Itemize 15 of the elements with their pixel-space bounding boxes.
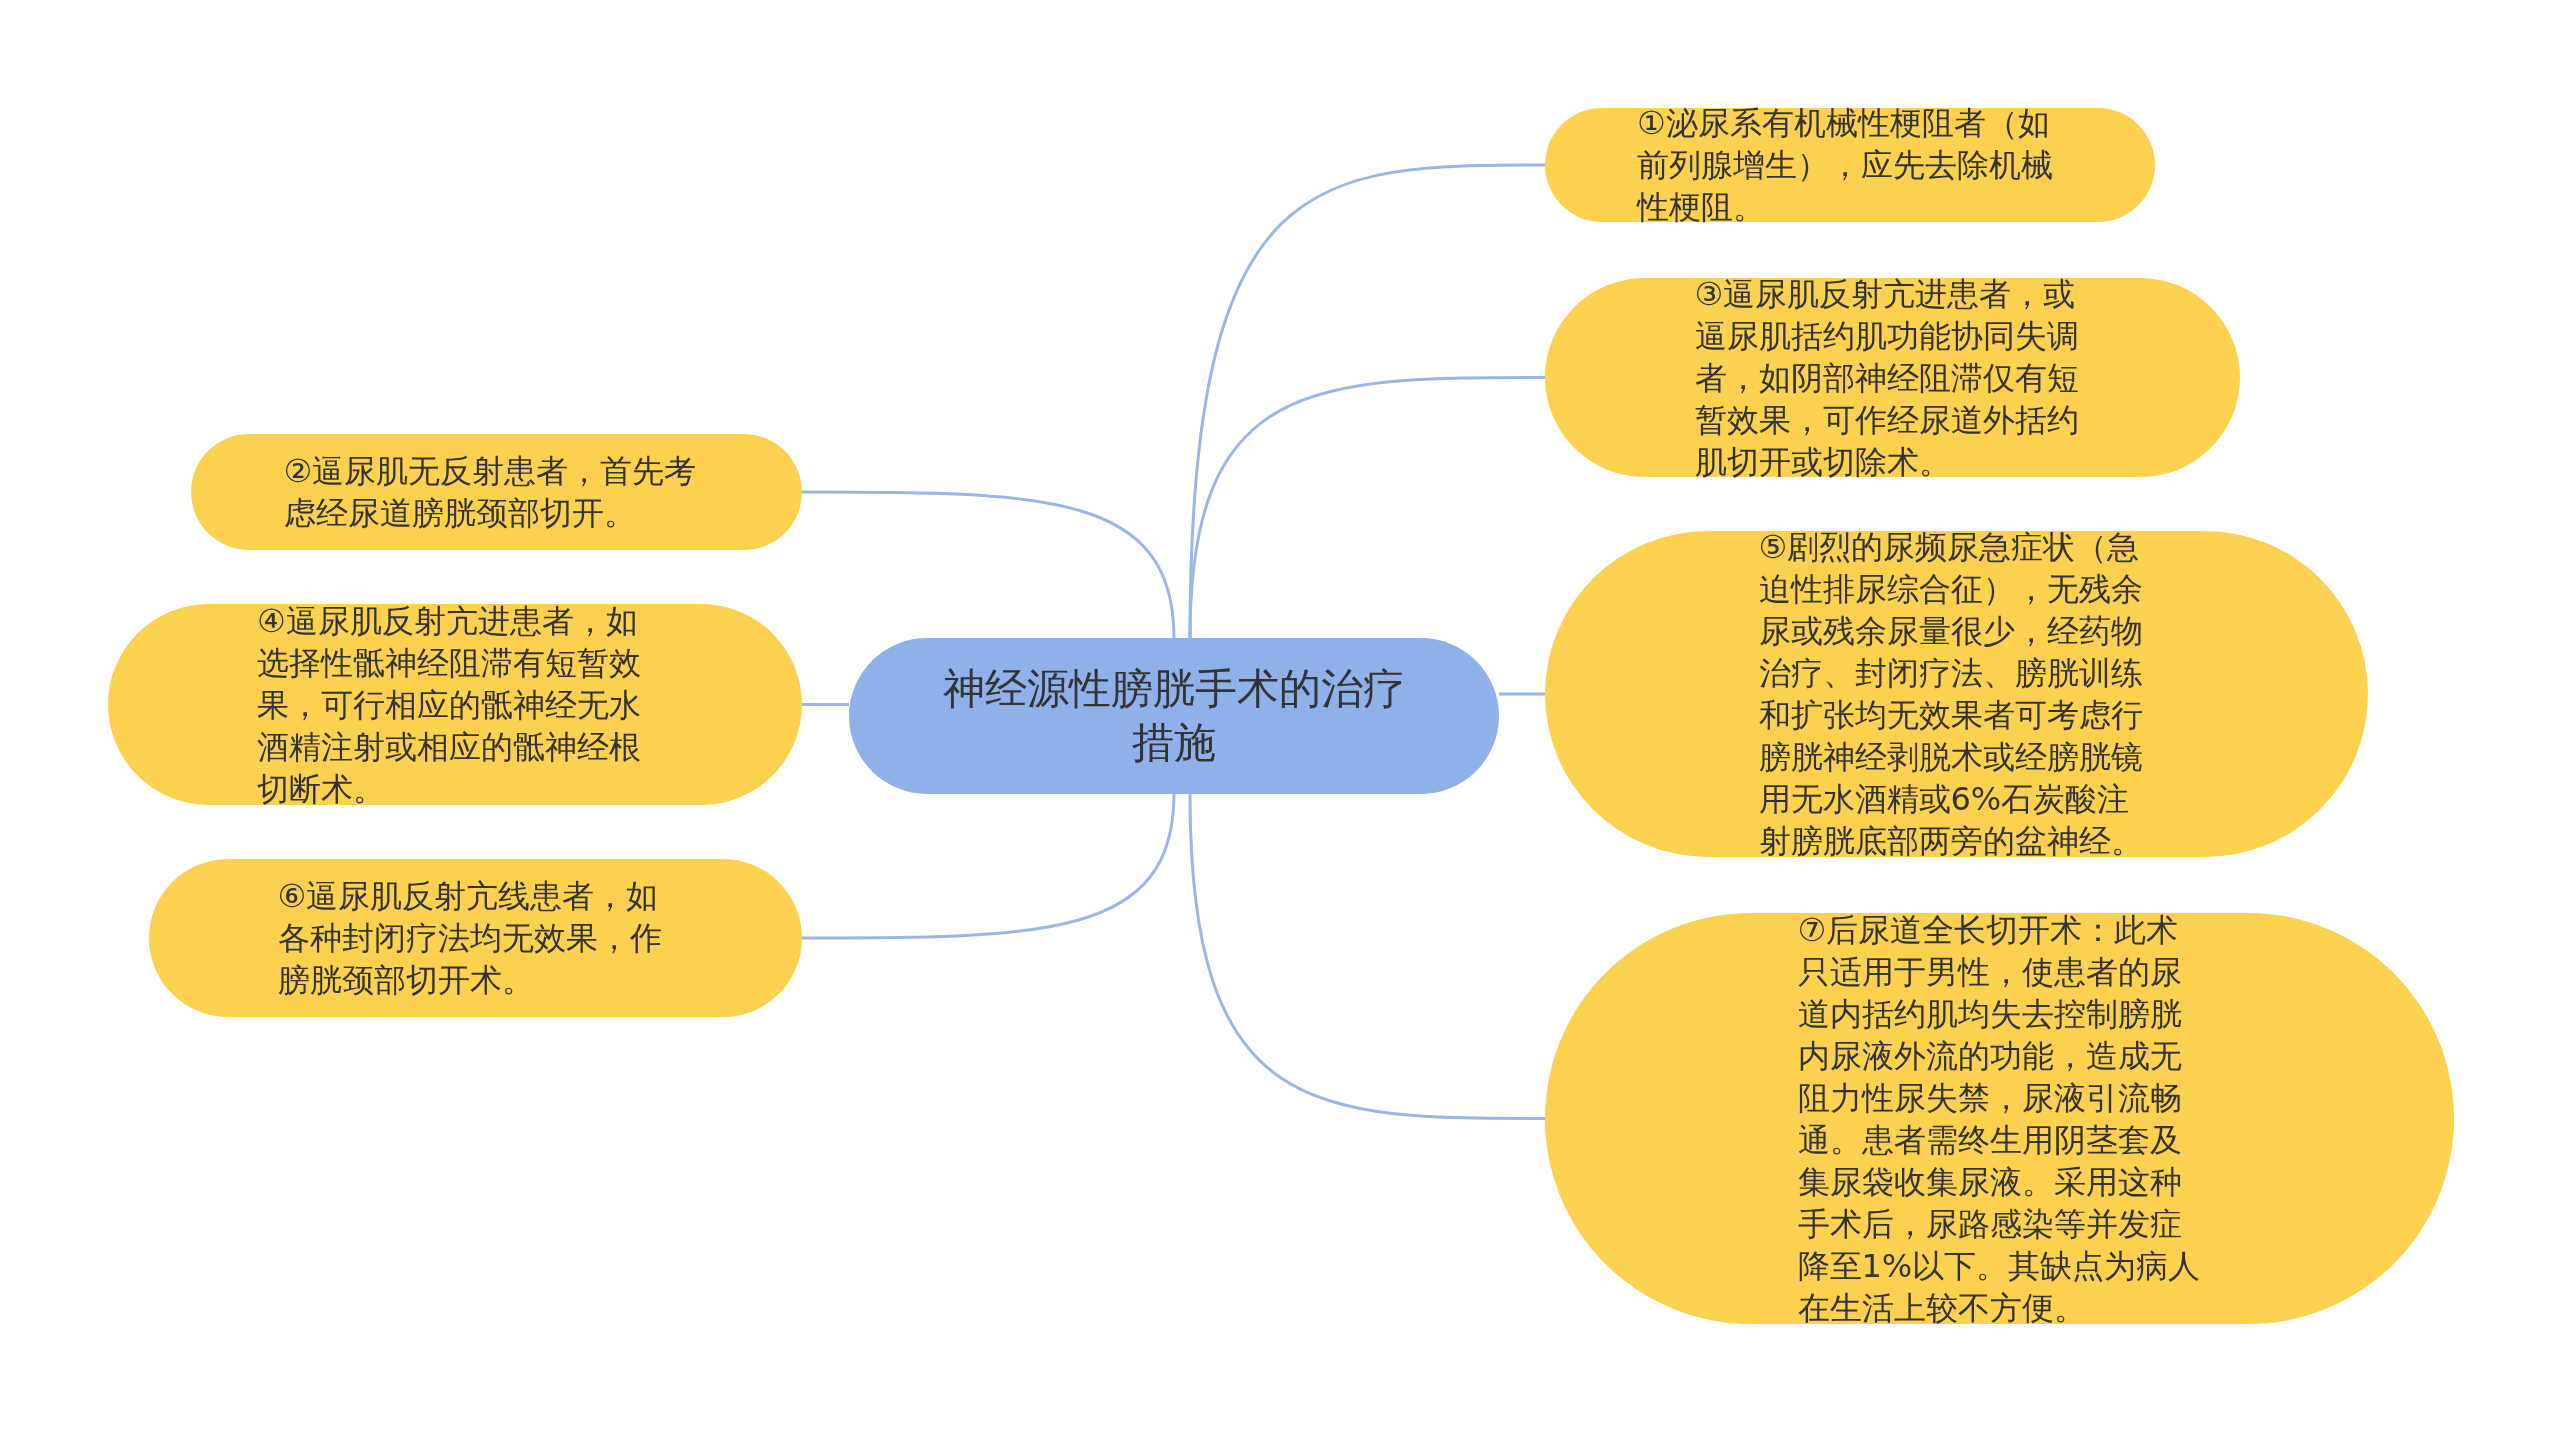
connector-line [1188,793,1545,1120]
connector-line [802,703,849,706]
connector-line [1188,163,1545,639]
connector-line [802,793,1176,940]
subtopic-box: ③逼尿肌反射亢进患者，或逼尿肌括约肌功能协同失调者，如阴部神经阻滞仅有短暂效果，可作经尿道外括约肌切开或切除术。 [1545,278,2240,477]
subtopic-box: ②逼尿肌无反射患者，首先考虑经尿道膀胱颈部切开。 [191,434,802,550]
subtopic-box: ⑦后尿道全长切开术：此术只适用于男性，使患者的尿道内括约肌均失去控制膀胱内尿液外流的功能，造成无阻力性尿失禁，尿液引流畅通。患者需终生用阴茎套及集尿袋收集尿液。采用这种手术后，尿路感染等并发症降至1%以下。其缺点为病人在生活上较不方便。 [1545,913,2454,1324]
topic-box: 神经源性膀胱手术的治疗措施 [849,638,1499,794]
subtopic-box: ①泌尿系有机械性梗阻者（如前列腺增生），应先去除机械性梗阻。 [1545,108,2155,222]
subtopic-box: ⑥逼尿肌反射亢线患者，如各种封闭疗法均无效果，作膀胱颈部切开术。 [149,859,802,1017]
connector-line [1499,692,1545,696]
connector-line [802,490,1176,639]
subtopic-box: ④逼尿肌反射亢进患者，如选择性骶神经阻滞有短暂效果，可行相应的骶神经无水酒精注射或相应的骶神经根切断术。 [108,604,802,805]
connector-line [1188,376,1545,639]
subtopic-box: ⑤剧烈的尿频尿急症状（急迫性排尿综合征），无残余尿或残余尿量很少，经药物治疗、封闭疗法、膀胱训练和扩张均无效果者可考虑行膀胱神经剥脱术或经膀胱镜用无水酒精或6%石炭酸注射膀胱底部两旁的盆神经。 [1545,531,2368,857]
